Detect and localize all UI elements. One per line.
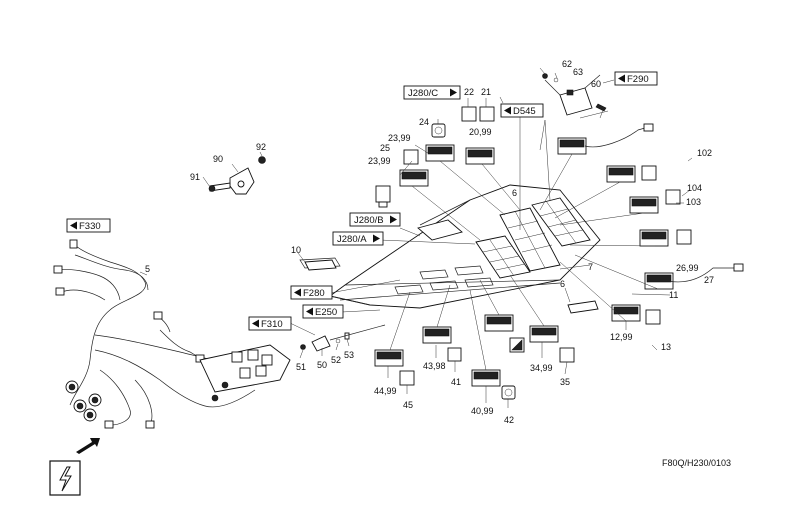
label-40-99: 40,99 <box>471 406 494 416</box>
ref-j280c[interactable]: J280/C <box>403 85 461 100</box>
label-35: 35 <box>560 377 570 387</box>
ref-f280[interactable]: F280 <box>290 285 333 300</box>
ref-j280a[interactable]: J280/A <box>332 231 384 246</box>
switch-44-99 <box>374 349 404 367</box>
svg-text:D545: D545 <box>513 106 536 117</box>
part-labels: 62 63 60 22 21 20,99 24 23,99 25 23,99 9… <box>145 59 714 425</box>
label-25: 25 <box>380 143 390 153</box>
label-22: 22 <box>464 87 474 97</box>
symbol-tile-45 <box>399 370 415 386</box>
symbol-tile-102 <box>641 165 657 181</box>
switch-rear-5 <box>644 272 674 290</box>
label-103: 103 <box>686 197 701 207</box>
svg-text:F310: F310 <box>261 319 283 330</box>
switch-centre <box>484 314 514 332</box>
label-52: 52 <box>331 355 341 365</box>
svg-text:F280: F280 <box>303 288 325 299</box>
label-41: 41 <box>451 377 461 387</box>
label-90: 90 <box>213 154 223 164</box>
dashboard-panel <box>299 184 601 309</box>
ref-j280b[interactable]: J280/B <box>349 212 401 227</box>
connector-60 <box>542 73 607 116</box>
ref-d545[interactable]: D545 <box>500 103 544 118</box>
svg-text:J280/B: J280/B <box>354 215 384 226</box>
label-5: 5 <box>145 264 150 274</box>
label-23-99-a: 23,99 <box>388 133 411 143</box>
label-43-98: 43,98 <box>423 361 446 371</box>
switch-20-99 <box>465 147 495 165</box>
label-102: 102 <box>697 148 712 158</box>
symbol-tile-104 <box>665 189 681 205</box>
switch-rear-1 <box>557 137 587 155</box>
label-63: 63 <box>573 67 583 77</box>
label-10: 10 <box>291 245 301 255</box>
label-62: 62 <box>562 59 572 69</box>
label-7: 7 <box>588 262 593 272</box>
label-6-top: 6 <box>512 188 517 198</box>
svg-text:J280/C: J280/C <box>408 88 438 99</box>
label-51: 51 <box>296 362 306 372</box>
label-27: 27 <box>704 275 714 285</box>
label-53: 53 <box>344 350 354 360</box>
symbol-tile-42 <box>501 385 516 400</box>
label-26-99: 26,99 <box>676 263 699 273</box>
svg-text:E250: E250 <box>315 307 337 318</box>
switch-23-99-lower <box>399 169 429 187</box>
label-91: 91 <box>190 172 200 182</box>
symbol-tile-41 <box>447 347 462 362</box>
symbol-tile-24 <box>431 123 446 138</box>
electrical-warning-box <box>49 460 81 496</box>
label-6-bottom: 6 <box>560 279 565 289</box>
blank-cap-6 <box>567 300 599 314</box>
label-11: 11 <box>669 290 678 300</box>
label-20-99: 20,99 <box>469 127 492 137</box>
symbol-tile-25 <box>403 149 419 165</box>
switch-rear-2 <box>606 165 636 183</box>
label-50: 50 <box>317 360 327 370</box>
label-92: 92 <box>256 142 266 152</box>
svg-text:F290: F290 <box>627 74 649 85</box>
switch-rear-3 <box>629 196 659 214</box>
label-13: 13 <box>661 342 671 352</box>
lightning-bolt-icon <box>59 466 72 492</box>
leader-lines <box>139 67 693 408</box>
relay <box>375 185 391 208</box>
symbol-tile-26 <box>676 229 692 245</box>
ref-f330[interactable]: F330 <box>66 218 111 233</box>
symbol-tile-21 <box>479 106 495 122</box>
label-34-99: 34,99 <box>530 363 553 373</box>
switch-40-99 <box>471 369 501 387</box>
direction-arrow-icon <box>76 438 100 454</box>
svg-text:J280/A: J280/A <box>337 234 367 245</box>
label-24: 24 <box>419 117 429 127</box>
label-23-99-b: 23,99 <box>368 156 391 166</box>
label-12-99: 12,99 <box>610 332 633 342</box>
switch-12-99 <box>611 304 641 322</box>
symbol-tile-35 <box>559 347 575 363</box>
symbol-tile-22 <box>461 106 477 122</box>
label-45: 45 <box>403 400 413 410</box>
label-44-99: 44,99 <box>374 386 397 396</box>
plug-50 <box>300 324 386 352</box>
bracket-90 <box>208 156 266 195</box>
label-21: 21 <box>481 87 491 97</box>
switch-rear-4 <box>639 229 669 247</box>
ref-f310[interactable]: F310 <box>248 316 292 331</box>
drawing-code: F80Q/H230/0103 <box>662 458 731 468</box>
label-42: 42 <box>504 415 514 425</box>
ref-f290[interactable]: F290 <box>614 71 658 86</box>
switch-34-99 <box>529 325 559 343</box>
wiring-harness <box>53 239 291 429</box>
switch-43-98 <box>422 326 452 344</box>
symbol-tile-13 <box>645 309 661 325</box>
switch-23-99-upper <box>425 144 455 162</box>
blank-cap-10 <box>304 259 337 271</box>
label-60: 60 <box>591 79 601 89</box>
svg-text:F330: F330 <box>79 221 101 232</box>
label-104: 104 <box>687 183 702 193</box>
ref-e250[interactable]: E250 <box>302 304 344 319</box>
